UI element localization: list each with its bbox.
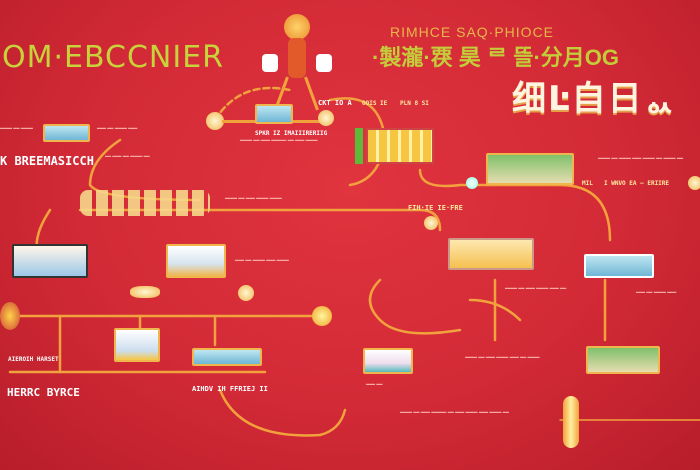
right-caption: I WNVO EA — ERIIRE <box>604 180 670 187</box>
connector-path <box>218 388 347 437</box>
chart-panel-icon <box>43 124 90 142</box>
coin-icon <box>318 110 334 126</box>
cn-title: ·製瀧·覄 昊 ᄅ 뜰·分月OG <box>372 45 620 70</box>
text-block: ━━━ ━━ ━━━━ ━━━ ━━━━ <box>235 258 289 264</box>
coin-icon <box>206 112 224 130</box>
gold-ingot-icon <box>366 128 434 164</box>
monkey-mascot-icon <box>262 14 332 111</box>
bottom-left-sub: AIEROIH HARSET <box>8 356 59 363</box>
text-block: ━━━ ━━ ━━━━ ━━━ <box>97 126 138 132</box>
main-title: OM·EBCCNIER <box>2 40 225 75</box>
globe-icon[interactable] <box>466 177 478 189</box>
right-caption-prefix: MIL <box>582 180 593 187</box>
monitor-icon <box>486 153 574 185</box>
bottom-center-label: AIHDV IH FFRIEJ II <box>192 385 268 393</box>
monitor-icon <box>363 348 413 374</box>
connector-path <box>213 86 292 122</box>
coin-icon <box>424 216 438 230</box>
server-rack-icon <box>192 348 262 366</box>
progress-bar-icon <box>355 128 363 164</box>
text-block: ━━━━ ━━ ━━━━ ━━━ ━━━━ ━━ ━━━━ ━━ <box>598 156 683 162</box>
cluster-label: OOIS IE <box>362 100 388 107</box>
laptop-icon <box>586 346 660 374</box>
caption: SPKR IZ IMAIIIRERIIG <box>255 130 328 137</box>
connector-path <box>468 298 522 322</box>
mid-right-label: FIH·IE IE·FRE <box>408 204 463 212</box>
left-heading: K BREEMASICCH <box>0 154 94 168</box>
text-block: ━━ ━━━ ━━ ━━━━ ━━ <box>105 154 150 160</box>
laptop-icon <box>255 104 293 124</box>
connector-path <box>418 168 612 242</box>
coin-row-icon <box>80 190 210 216</box>
coin-icon <box>238 285 254 301</box>
cn-title-large: 细Ŀ自日ᇱ <box>512 79 677 119</box>
printer-icon <box>166 244 226 278</box>
subtitle: RIMHCE SAQ·PHIOCE <box>390 24 555 40</box>
gold-ingot-icon <box>130 286 160 298</box>
connector-path <box>78 208 442 232</box>
coin-icon <box>312 306 332 326</box>
text-block: ━━━ ━━ ━━━━ ━━━ <box>636 290 677 296</box>
laptop-icon <box>584 254 654 278</box>
bottom-left-heading: HERRC BYRCE <box>7 386 80 399</box>
ornament-icon <box>0 302 20 330</box>
text-block: ━━━━ ━━ ━━━ ━━━━━ ━━ ━━━ ━━━━ <box>240 138 318 144</box>
shelf-panel-icon <box>448 238 534 270</box>
scroll-icon <box>563 396 579 448</box>
cluster-label: PLN 8 SI <box>400 100 429 107</box>
text-block: ━━━━ ━━ ━━━ ━━━━ ━━━ ━━ ━━━━ <box>465 355 540 361</box>
top-center-label: CKT IO A <box>318 99 352 107</box>
text-block: ━━━━ ━━ ━━━━ <box>0 126 33 132</box>
coin-icon <box>688 176 700 190</box>
text-block: ━━━━ ━━ ━━━ ━━━━ ━━━━ <box>225 196 282 202</box>
monitor-icon <box>12 244 88 278</box>
monitor-icon <box>114 328 160 362</box>
connector-path <box>368 278 462 335</box>
text-block: ━━━━ ━━ ━━━ ━━━━ ━━━ ━━ <box>505 286 567 292</box>
text-block: ━━━ ━━ <box>366 382 383 388</box>
text-block: ━━━━ ━━ ━━━ ━━━━━ ━━ ━━━ ━━━━ ━━━ ━━━━ ━… <box>400 410 509 416</box>
